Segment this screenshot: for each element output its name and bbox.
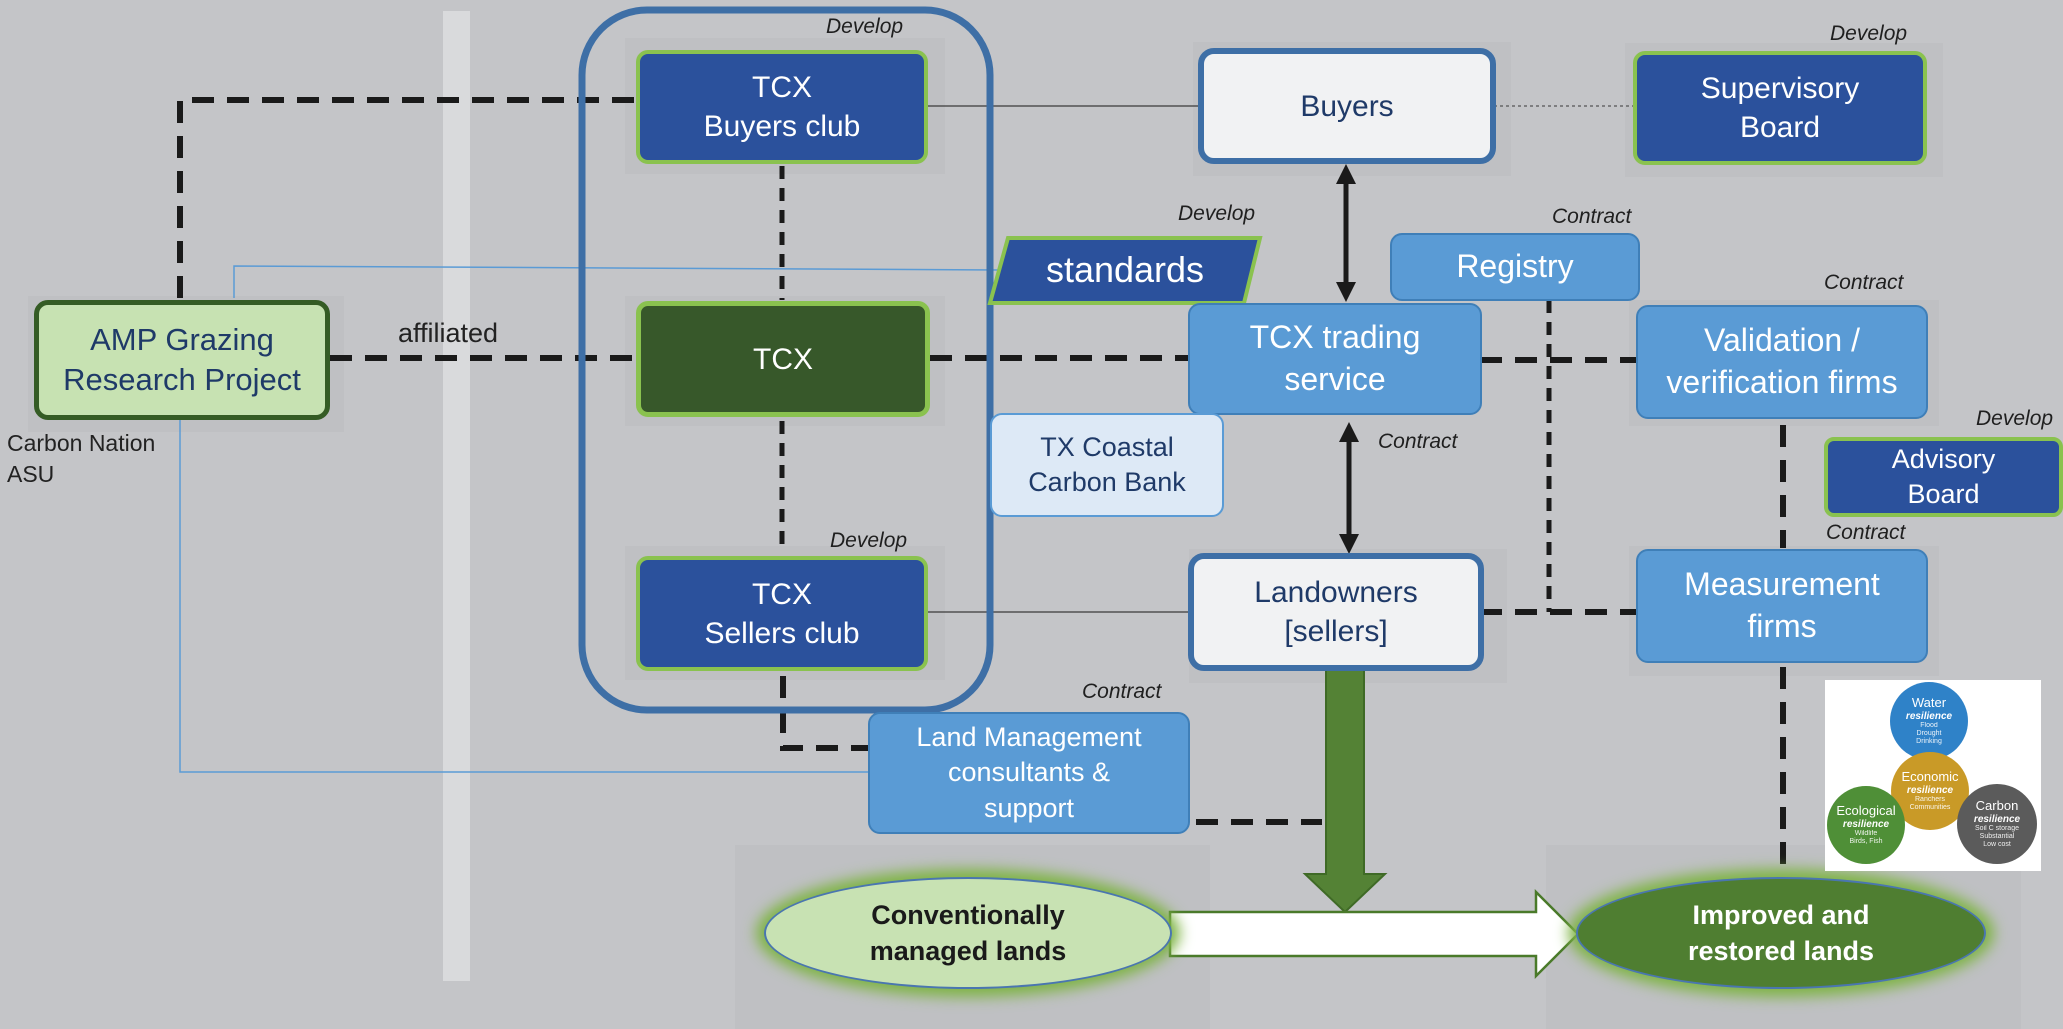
develop-label-buyers-club: Develop: [826, 15, 904, 38]
advisory-board-box: Advisory Board: [1824, 437, 2063, 517]
tcx-trading-service-box: TCX trading service: [1188, 303, 1482, 415]
validation-verification-box: Validation / verification firms: [1636, 305, 1928, 419]
develop-label-supervisory: Develop: [1830, 22, 1908, 45]
develop-label-sellers-club: Develop: [830, 529, 908, 552]
develop-label-standards: Develop: [1178, 202, 1256, 225]
buyers-box: Buyers: [1198, 48, 1496, 164]
measurement-firms-box: Measurement firms: [1636, 549, 1928, 663]
develop-label-advisory: Develop: [1976, 407, 2054, 430]
carbon-nation-asu-label: Carbon Nation ASU: [7, 430, 156, 488]
landowners-box: Landowners [sellers]: [1188, 553, 1484, 671]
tcx-box: TCX: [636, 301, 930, 417]
contract-label-validation: Contract: [1824, 271, 1904, 294]
standards-box: standards: [1045, 249, 1205, 291]
land-management-box: Land Management consultants & support: [868, 712, 1190, 834]
registry-box: Registry: [1390, 233, 1640, 301]
supervisory-board-box: Supervisory Board: [1633, 51, 1927, 165]
affiliated-label: affiliated: [398, 318, 499, 348]
contract-label-land-management: Contract: [1082, 680, 1162, 703]
contract-label-trading: Contract: [1378, 430, 1458, 453]
improved-restored-lands-ellipse: Improved and restored lands: [1576, 877, 1986, 989]
contract-label-measurement: Contract: [1826, 521, 1906, 544]
amp-grazing-research-box: AMP Grazing Research Project: [34, 300, 330, 420]
contract-label-registry: Contract: [1552, 205, 1632, 228]
tx-coastal-carbon-bank-box: TX Coastal Carbon Bank: [990, 413, 1224, 517]
tcx-buyers-club-box: TCX Buyers club: [636, 50, 928, 164]
divider-bar: [443, 11, 470, 981]
tcx-sellers-club-box: TCX Sellers club: [636, 556, 928, 671]
conventionally-managed-lands-ellipse: Conventionally managed lands: [764, 877, 1172, 989]
